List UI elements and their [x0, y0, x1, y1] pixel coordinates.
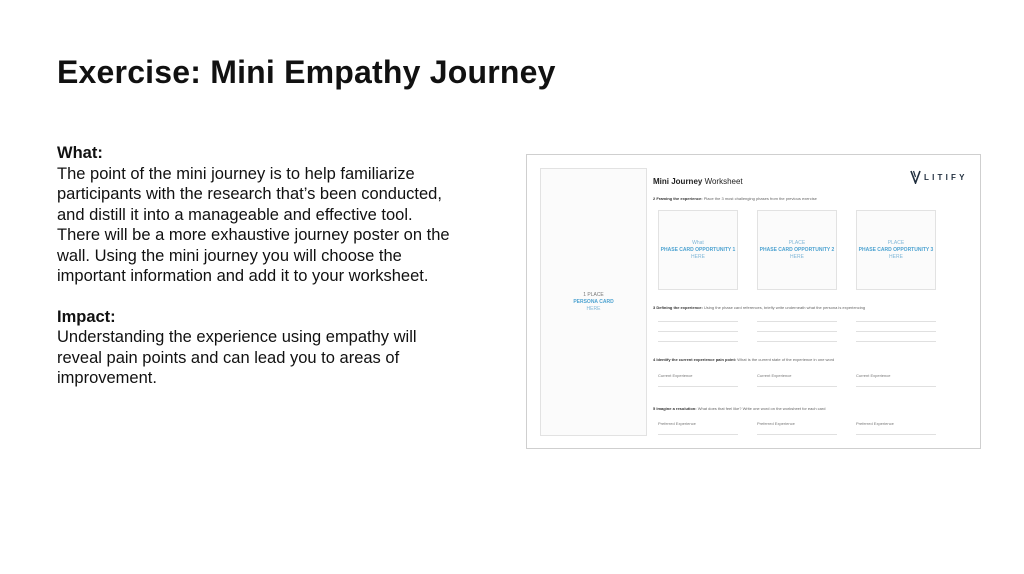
litify-mark-icon — [910, 170, 921, 184]
persona-line-2: PERSONA CARD — [573, 298, 614, 305]
description-column: What: The point of the mini journey is t… — [57, 143, 457, 389]
write-line — [757, 331, 837, 332]
step-4-label: 4 Identify the current experience pain p… — [653, 357, 737, 362]
current-experience-label-3: Current Experience — [856, 373, 891, 378]
write-line — [856, 434, 936, 435]
phase-2-line-2: PHASE CARD OPPORTUNITY 2 — [759, 246, 835, 253]
write-line — [658, 434, 738, 435]
current-experience-label-1: Current Experience — [658, 373, 693, 378]
logo-text: LITIFY — [924, 172, 968, 182]
phase-1-line-2: PHASE CARD OPPORTUNITY 1 — [660, 246, 736, 253]
step-4-desc: What is the current state of the experie… — [736, 357, 835, 362]
phase-card-3: PLACE PHASE CARD OPPORTUNITY 3 HERE — [856, 210, 936, 290]
phase-1-line-3: HERE — [691, 253, 705, 260]
step-3-instruction: 3 Defining the experience: Using the pha… — [653, 305, 865, 310]
persona-placeholder-text: 1 PLACE PERSONA CARD HERE — [573, 292, 613, 313]
write-line — [856, 321, 936, 322]
write-line — [856, 341, 936, 342]
phase-2-line-1: PLACE — [788, 239, 806, 246]
what-heading: What: — [57, 144, 103, 162]
write-line — [757, 386, 837, 387]
write-line — [658, 386, 738, 387]
worksheet-title-rest: Worksheet — [702, 177, 743, 186]
step-5-label: 5 Imagine a resolution: — [653, 406, 697, 411]
preferred-experience-label-1: Preferred Experience — [658, 421, 696, 426]
impact-body: Understanding the experience using empat… — [57, 328, 417, 387]
write-line — [856, 386, 936, 387]
step-5-instruction: 5 Imagine a resolution: What does that f… — [653, 406, 825, 411]
write-line — [757, 321, 837, 322]
step-2-label: 2 Framing the experience: — [653, 196, 703, 201]
phase-3-line-3: HERE — [889, 253, 903, 260]
phase-card-1: What PHASE CARD OPPORTUNITY 1 HERE — [658, 210, 738, 290]
step-2-instruction: 2 Framing the experience: Place the 3 mo… — [653, 196, 817, 201]
step-3-desc: Using the phase card references, briefly… — [702, 305, 866, 310]
phase-3-line-2: PHASE CARD OPPORTUNITY 3 — [858, 246, 934, 253]
phase-1-line-1: What — [692, 239, 704, 246]
write-line — [757, 341, 837, 342]
worksheet-title: Mini Journey Worksheet — [653, 177, 743, 186]
preferred-experience-label-2: Preferred Experience — [757, 421, 795, 426]
impact-heading: Impact: — [57, 307, 116, 326]
write-line — [658, 341, 738, 342]
phase-card-2: PLACE PHASE CARD OPPORTUNITY 2 HERE — [757, 210, 837, 290]
write-line — [658, 321, 738, 322]
write-line — [757, 434, 837, 435]
preferred-experience-label-3: Preferred Experience — [856, 421, 894, 426]
write-line — [856, 331, 936, 332]
what-body: The point of the mini journey is to help… — [57, 164, 450, 286]
section-spacer — [57, 287, 457, 307]
litify-logo: LITIFY — [910, 170, 968, 184]
persona-line-3: HERE — [586, 305, 601, 312]
persona-line-1: 1 PLACE — [583, 291, 604, 298]
step-2-desc: Place the 3 most challenging phases from… — [702, 196, 817, 201]
worksheet-preview: 1 PLACE PERSONA CARD HERE Mini Journey W… — [526, 154, 981, 449]
write-line — [658, 331, 738, 332]
current-experience-label-2: Current Experience — [757, 373, 792, 378]
slide-title: Exercise: Mini Empathy Journey — [57, 54, 556, 90]
step-3-label: 3 Defining the experience: — [653, 305, 703, 310]
step-5-desc: What does that feel like? Write one word… — [696, 406, 826, 411]
phase-3-line-1: PLACE — [887, 239, 905, 246]
phase-2-line-3: HERE — [790, 253, 804, 260]
worksheet-title-bold: Mini Journey — [653, 177, 703, 186]
step-4-instruction: 4 Identify the current experience pain p… — [653, 357, 834, 362]
persona-card-placeholder: 1 PLACE PERSONA CARD HERE — [540, 168, 647, 436]
